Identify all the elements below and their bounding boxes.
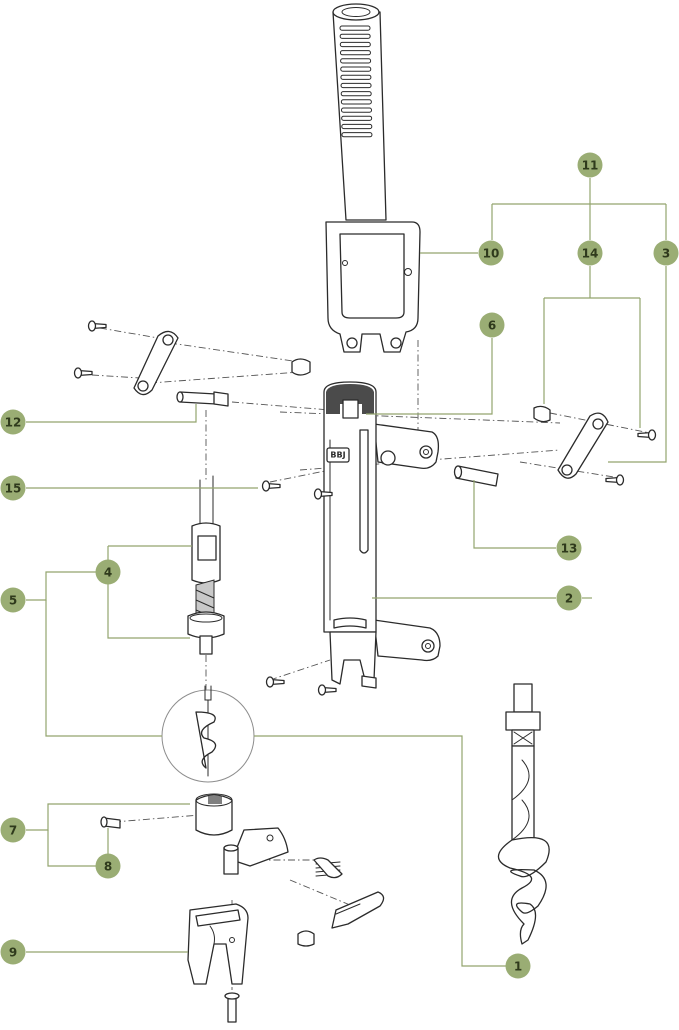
grip-rib — [340, 74, 372, 80]
callout-label: 14 — [582, 247, 599, 261]
part-collar-sleeve — [100, 793, 233, 836]
callout-label: 1 — [514, 960, 522, 974]
callout-12: 12 — [0, 409, 26, 435]
grip-rib — [341, 115, 373, 121]
screw — [261, 480, 281, 492]
grip-rib — [339, 50, 371, 56]
grip-rib — [340, 66, 372, 72]
callout-2: 2 — [556, 585, 582, 611]
part-spring — [313, 857, 343, 879]
part-main-body: BBJ — [323, 381, 441, 689]
screw — [637, 429, 657, 441]
callout-15: 15 — [0, 475, 26, 501]
callout-label: 6 — [488, 319, 496, 333]
grip-rib — [339, 25, 371, 31]
callout-label: 10 — [483, 247, 500, 261]
callout-14: 14 — [577, 240, 603, 266]
grip-rib — [340, 91, 372, 97]
callout-circle — [0, 409, 26, 435]
callout-label: 8 — [104, 860, 112, 874]
grip-ribs — [339, 25, 373, 138]
callout-circle — [0, 475, 26, 501]
callout-4: 4 — [95, 559, 121, 585]
callout-3: 3 — [653, 240, 679, 266]
screw — [87, 320, 107, 332]
callout-label: 13 — [561, 542, 578, 556]
callout-label: 4 — [104, 566, 112, 580]
detail-magnifier — [161, 685, 255, 783]
callout-7: 7 — [0, 817, 26, 843]
grip-rib — [339, 41, 371, 48]
callout-11: 11 — [577, 152, 603, 178]
part-link-arm-right — [453, 405, 609, 487]
callout-5: 5 — [0, 587, 26, 613]
callout-circle — [0, 817, 26, 843]
callout-6: 6 — [479, 312, 505, 338]
callout-circle — [577, 152, 603, 178]
part-release-clip — [331, 891, 385, 929]
grip-rib — [339, 33, 371, 39]
callout-label: 5 — [9, 594, 17, 608]
callout-circle — [479, 312, 505, 338]
callout-label: 2 — [565, 592, 573, 606]
callout-circle — [505, 953, 531, 979]
screw — [317, 684, 337, 696]
callout-circle — [478, 240, 504, 266]
callout-label: 12 — [5, 416, 22, 430]
callout-13: 13 — [556, 535, 582, 561]
callout-label: 7 — [9, 824, 17, 838]
callout-circle — [577, 240, 603, 266]
callout-label: 11 — [582, 159, 599, 173]
callout-label: 15 — [5, 482, 22, 496]
grip-rib — [341, 132, 373, 138]
part-inner-shaft — [187, 475, 225, 655]
callout-circle — [95, 559, 121, 585]
screw — [265, 676, 285, 688]
grip-rib — [341, 107, 372, 113]
grip-rib — [340, 99, 372, 105]
grip-rib — [341, 123, 373, 130]
callout-1: 1 — [505, 953, 531, 979]
part-small-nut — [297, 930, 315, 947]
callout-circle — [653, 240, 679, 266]
callout-circle — [556, 585, 582, 611]
callout-circle — [0, 587, 26, 613]
screw — [73, 367, 93, 379]
screw — [313, 488, 333, 500]
part-link-arm-left — [133, 330, 311, 407]
screw — [605, 474, 625, 486]
callout-label: 3 — [662, 247, 670, 261]
callout-label: 9 — [9, 946, 17, 960]
callout-circle — [95, 853, 121, 879]
callout-9: 9 — [0, 939, 26, 965]
callout-circle — [0, 939, 26, 965]
callout-10: 10 — [478, 240, 504, 266]
grip-rib — [340, 82, 372, 89]
part-locking-lever — [223, 827, 289, 875]
callout-8: 8 — [95, 853, 121, 879]
callout-circle — [556, 535, 582, 561]
part-lower-housing — [187, 903, 249, 1023]
part-worm-screw — [497, 683, 550, 945]
part-handle-yoke — [325, 3, 421, 353]
body-stamp-text: BBJ — [330, 451, 345, 460]
grip-rib — [340, 58, 372, 64]
screws — [73, 320, 657, 696]
